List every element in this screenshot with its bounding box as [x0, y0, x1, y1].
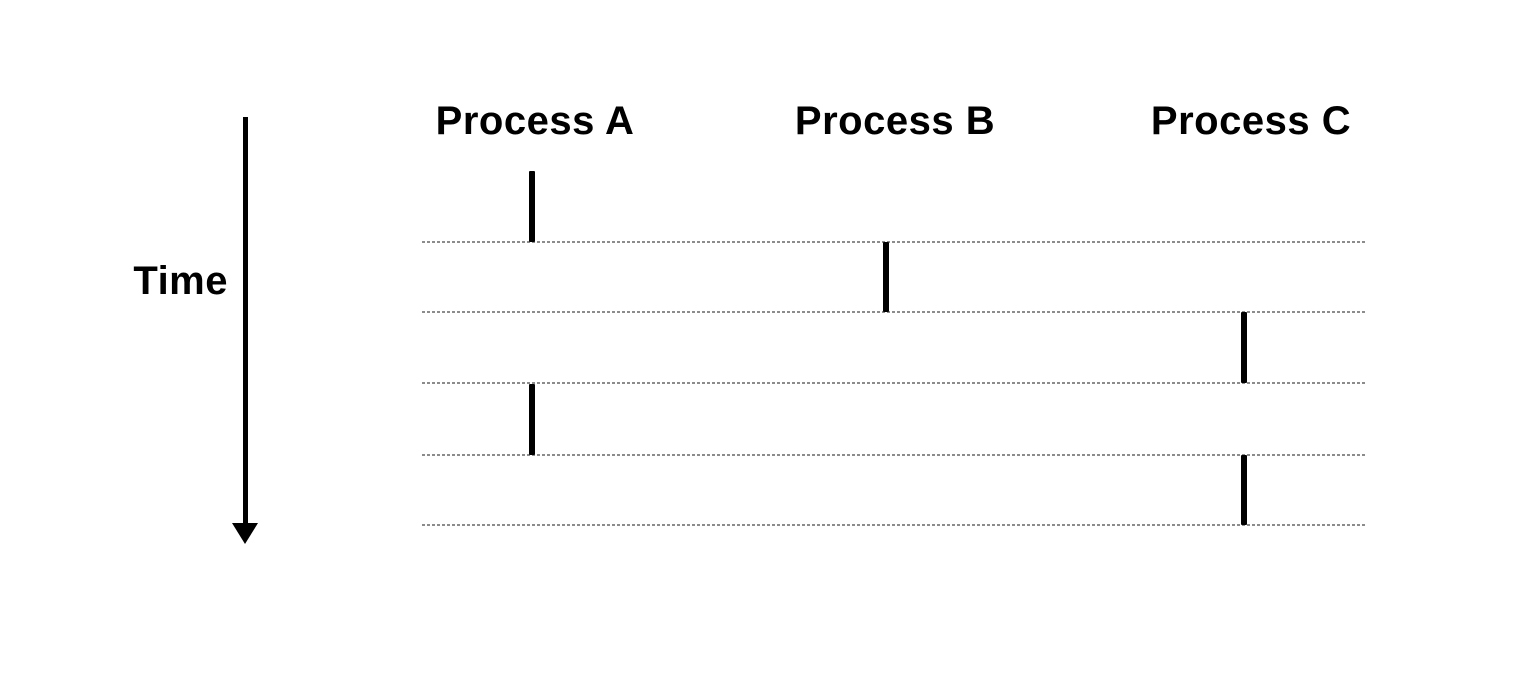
process-header-a: Process A — [435, 99, 635, 143]
grid-line — [422, 524, 1365, 526]
grid-line — [422, 241, 1365, 243]
execution-bar-process-a-slot-0 — [529, 171, 535, 242]
execution-bar-process-c-slot-2 — [1241, 312, 1247, 383]
grid-line — [422, 454, 1365, 456]
grid-line — [422, 311, 1365, 313]
process-header-c: Process C — [1150, 99, 1352, 143]
execution-bar-process-c-slot-4 — [1241, 455, 1247, 525]
time-axis-label: Time — [133, 259, 228, 303]
arrow-down-icon — [232, 523, 258, 544]
execution-bar-process-b-slot-1 — [883, 242, 889, 312]
process-header-b: Process B — [794, 99, 996, 143]
execution-bar-process-a-slot-3 — [529, 384, 535, 455]
grid-line — [422, 382, 1365, 384]
time-arrow-shaft — [243, 117, 248, 527]
